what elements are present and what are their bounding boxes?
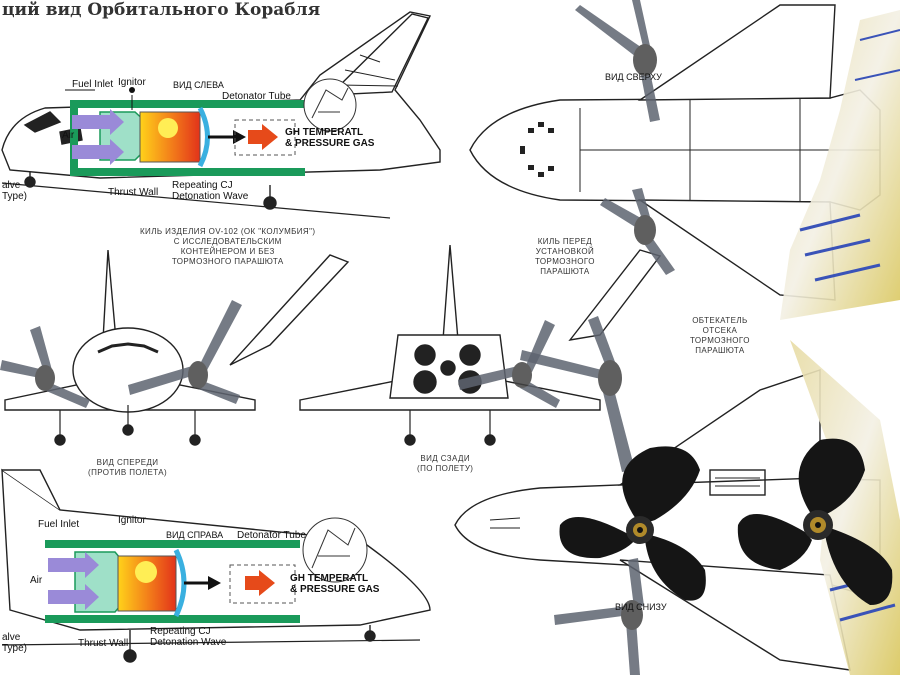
air-arrow [72, 139, 124, 165]
thrust-wall [197, 106, 210, 168]
gas-region [234, 119, 296, 156]
ignition-burst [135, 561, 157, 583]
payload-hatch [709, 469, 766, 496]
cockpit-window [23, 111, 62, 133]
thrust-wall-label: Thrust Wall [108, 187, 159, 198]
left-view-label: ВИД СЛЕВА [173, 80, 224, 90]
ground-line [1, 182, 391, 219]
valve-type-label: alve Type) [2, 180, 28, 202]
combustion-chamber [117, 555, 177, 612]
cockpit-window-set [520, 122, 554, 177]
ignition-burst [158, 118, 178, 138]
repeating-cj-label: Repeating CJ [150, 626, 211, 637]
orbiter-tail-fin [328, 13, 430, 96]
detonator-tube-upper [70, 100, 305, 108]
gray-propeller [520, 316, 635, 472]
repeating-cj-label: Repeating CJ [172, 180, 233, 191]
detonator-tube-upper [45, 540, 300, 548]
top-view-wing [637, 4, 836, 101]
chute-fairing-annotation: ОБТЕКАТЕЛЬ ОТСЕКА ТОРМОЗНОГО ПАРАШЮТА [690, 316, 750, 355]
detonator-tube-label: Detonator Tube [237, 530, 306, 541]
bottom-view-label: ВИД СНИЗУ [615, 602, 667, 612]
orbiter-fuselage [1, 11, 441, 179]
gray-propeller [554, 558, 644, 675]
ignitor-label: Ignitor [118, 515, 146, 526]
black-propeller [737, 438, 893, 605]
fuel-inlet-label: Fuel Inlet [38, 519, 80, 530]
right-view-label: ВИД СПРАВА [166, 530, 224, 540]
detonator-tube-lower [45, 615, 300, 623]
front-view-label: ВИД СПЕРЕДИ (ПРОТИВ ПОЛЕТА) [88, 458, 168, 477]
gray-propeller [600, 188, 675, 275]
thrust-wall-label: Thrust Wall [78, 638, 129, 649]
ignitor-label: Ignitor [118, 77, 146, 88]
engine-diagram-bottom [45, 517, 368, 623]
gray-propeller [458, 320, 560, 408]
engine-diagram-top [65, 78, 357, 176]
detonator-tube-lower [70, 168, 305, 176]
air-arrow [48, 552, 99, 578]
front-vertical-fin [102, 249, 117, 341]
air-label: Air [30, 575, 43, 586]
bottom-view-wing [619, 559, 851, 671]
detonation-wave-label: Detonation Wave [150, 637, 227, 648]
high-temp-gas-label: GH TEMPERATL & PRESSURE GAS [285, 127, 375, 149]
high-temp-gas-label: GH TEMPERATL & PRESSURE GAS [290, 573, 380, 595]
fin-container-annotation: КИЛЬ ИЗДЕЛИЯ OV-102 (ОК "КОЛУМБИЯ") С ИС… [140, 227, 316, 266]
air-label: Air [62, 130, 75, 141]
hot-gas-arrow [248, 124, 278, 150]
valve-type-label: alve Type) [2, 632, 28, 654]
rear-vertical-fin [442, 244, 459, 341]
fuel-inlet-label: Fuel Inlet [72, 79, 114, 90]
magnified-inset [302, 517, 368, 583]
detonation-wave-label: Detonation Wave [172, 191, 249, 202]
rear-view-label: ВИД СЗАДИ (ПО ПОЛЕТУ) [417, 454, 474, 473]
page-title: ций вид Орбитального Корабля [2, 0, 321, 20]
front-view-orbiter [4, 249, 350, 446]
gray-propeller [128, 300, 242, 404]
front-cockpit-windows [97, 342, 159, 354]
top-view-label: ВИД СВЕРХУ [605, 72, 662, 82]
black-propeller [559, 446, 706, 601]
hot-gas-arrow [245, 570, 275, 596]
map-overlay-top [780, 10, 900, 320]
magnified-inset [303, 78, 357, 132]
detonator-tube-label: Detonator Tube [222, 91, 291, 102]
air-arrow [72, 109, 124, 135]
front-fuselage [72, 327, 184, 413]
gas-region [229, 564, 296, 604]
ground-line [1, 639, 421, 646]
air-arrow [48, 584, 99, 610]
fin-before-chute-annotation: КИЛЬ ПЕРЕД УСТАНОВКОЙ ТОРМОЗНОГО ПАРАШЮТ… [535, 237, 595, 276]
thrust-wall [173, 548, 187, 618]
front-side-fin [229, 254, 350, 366]
top-view-orbiter [469, 4, 881, 301]
gray-propeller [575, 0, 660, 122]
gray-propeller [0, 326, 90, 408]
